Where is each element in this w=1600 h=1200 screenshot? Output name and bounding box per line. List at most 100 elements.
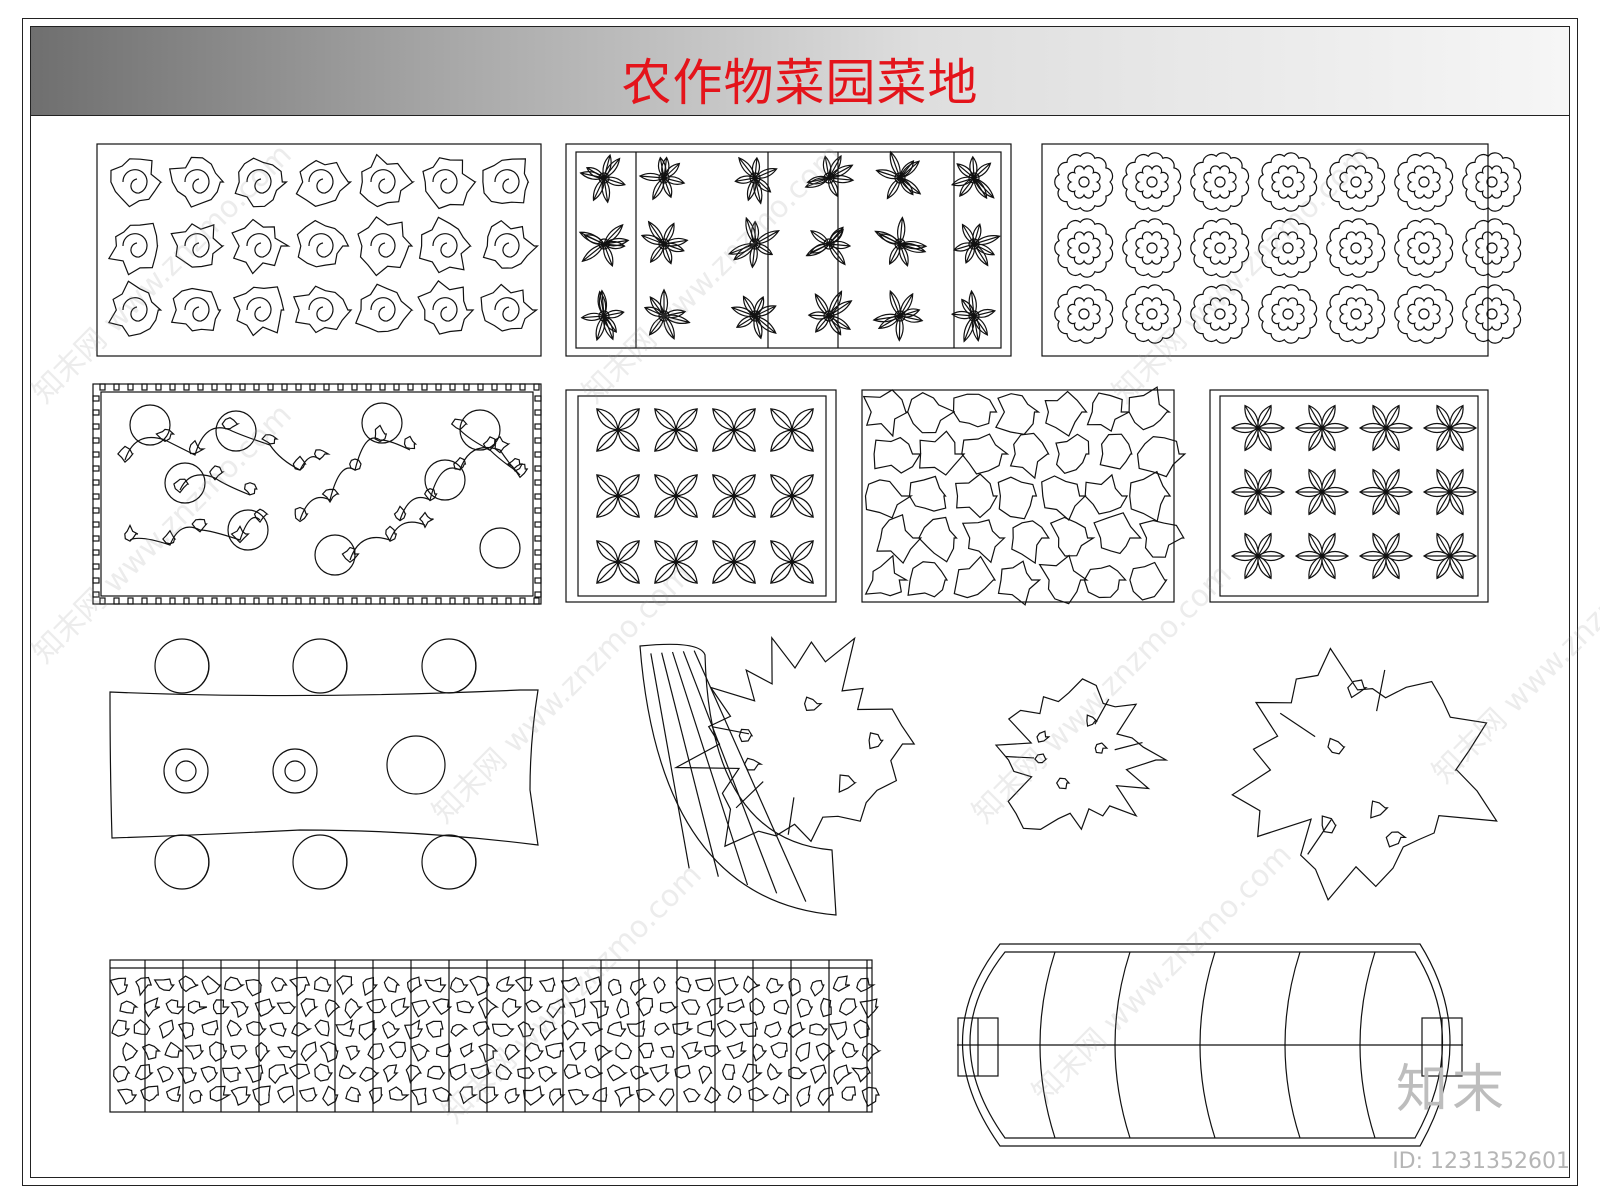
vine-stem [349, 521, 426, 561]
vine-leaf [752, 1043, 768, 1062]
leafy-plant [908, 475, 947, 512]
leafy-plant [1083, 565, 1127, 599]
vine-leaf [704, 1086, 722, 1104]
vine-leaf [325, 999, 341, 1018]
vine-leaf [300, 1041, 317, 1062]
lettuce-outer [1326, 152, 1386, 212]
bed-border [96, 143, 542, 357]
vine-leaf [135, 976, 153, 997]
vine-leaf [764, 1021, 782, 1038]
lettuce-inner [1339, 297, 1373, 331]
vine-leaf [630, 1065, 649, 1080]
leafy-plant [1128, 386, 1172, 431]
vine-leaf [788, 978, 801, 997]
vine-leaf [674, 1064, 691, 1079]
cabbage-head [418, 216, 472, 274]
lettuce-inner [1271, 297, 1305, 331]
lettuce-outer [1054, 152, 1114, 212]
vine-leaf [314, 1019, 330, 1037]
vine-leaf [479, 1086, 499, 1104]
vine-leaf [406, 976, 422, 994]
vine-leaf [626, 1019, 646, 1037]
vine-leaf [548, 1088, 566, 1107]
vine-leaf [856, 977, 876, 993]
vine-leaf [614, 1086, 635, 1108]
cabbage-head [232, 286, 285, 337]
vine-leaf [456, 1000, 475, 1014]
vine-leaf [727, 1085, 742, 1104]
leafy-plant [907, 392, 956, 434]
vine-leaf [269, 1022, 287, 1037]
vine-leaf [184, 1044, 205, 1060]
vine-leaf [607, 978, 622, 997]
bed-outer-border [92, 383, 542, 605]
vine-leaf [525, 999, 543, 1013]
leafy-plant [862, 389, 909, 438]
vine-leaf [201, 1019, 219, 1036]
vine-leaf [470, 1063, 493, 1080]
leafy-plant [1011, 520, 1050, 565]
lettuce-outer [1258, 284, 1318, 344]
leafy-plant [864, 554, 909, 597]
leafy-plant [919, 430, 966, 476]
leafy-plant [955, 473, 999, 519]
vine-leaf [338, 1064, 357, 1080]
shrub-plan-medium [1231, 647, 1498, 902]
vine-leaf [344, 997, 364, 1019]
leafy-plant [1093, 512, 1142, 555]
vine-leaf [358, 1019, 377, 1041]
leafy-plant [953, 555, 997, 599]
vine-leaf [382, 1064, 399, 1083]
vine-leaf [245, 1021, 267, 1036]
vine-leaf [675, 976, 692, 993]
lettuce-outer [1462, 284, 1522, 344]
vine-leaf [772, 1086, 790, 1105]
vine-leaf [410, 1087, 427, 1106]
vine-leaf [606, 1021, 627, 1037]
vine-leaf [859, 998, 879, 1019]
vine-leaf [427, 1065, 446, 1080]
lettuce-inner [1475, 165, 1509, 199]
leafy-plant [995, 393, 1041, 435]
vine-leaf [820, 997, 832, 1018]
vine-leaf [268, 1063, 289, 1085]
vine-leaf [223, 976, 246, 992]
vine-leaf [291, 1022, 313, 1037]
vine-leaf [113, 1065, 131, 1083]
leafy-plant [997, 476, 1038, 520]
vine-leaf [459, 1042, 475, 1058]
melon-fruit [424, 459, 466, 501]
lettuce-outer [1190, 284, 1250, 344]
celery-bed [1209, 389, 1489, 603]
vine-leaf [615, 1042, 633, 1060]
vine-leaf [649, 1063, 670, 1083]
lettuce-inner [1135, 165, 1169, 199]
vine-leaf [581, 1021, 603, 1037]
outer-frame [22, 18, 1578, 1186]
vine-stem [179, 474, 251, 496]
vine-leaf [432, 1086, 453, 1102]
table-bowl [386, 735, 446, 795]
vine-leaf [336, 975, 354, 996]
cabbage-head [107, 280, 163, 337]
vine-leaf [122, 1042, 139, 1062]
vine-leaf [524, 1042, 544, 1062]
cabbage-head [110, 158, 163, 208]
vine-leaf [133, 1019, 151, 1035]
vine-leaf [539, 1020, 558, 1041]
melon-fruit [164, 462, 206, 504]
leafy-plant [961, 519, 1006, 564]
lettuce-inner [1067, 297, 1101, 331]
vine-leaf [606, 1064, 628, 1082]
leafy-plant [864, 479, 914, 519]
lettuce-outer [1190, 218, 1250, 278]
lettuce-bed [1041, 143, 1522, 357]
vine-leaf [140, 1085, 159, 1102]
vine-leaf [270, 977, 288, 992]
vine-leaf [495, 975, 516, 992]
vine-leaf [681, 1041, 704, 1060]
lettuce-inner [1135, 231, 1169, 265]
shrub-canopy [994, 678, 1169, 831]
vine-leaf [362, 976, 378, 997]
melon-fruit [227, 509, 269, 551]
